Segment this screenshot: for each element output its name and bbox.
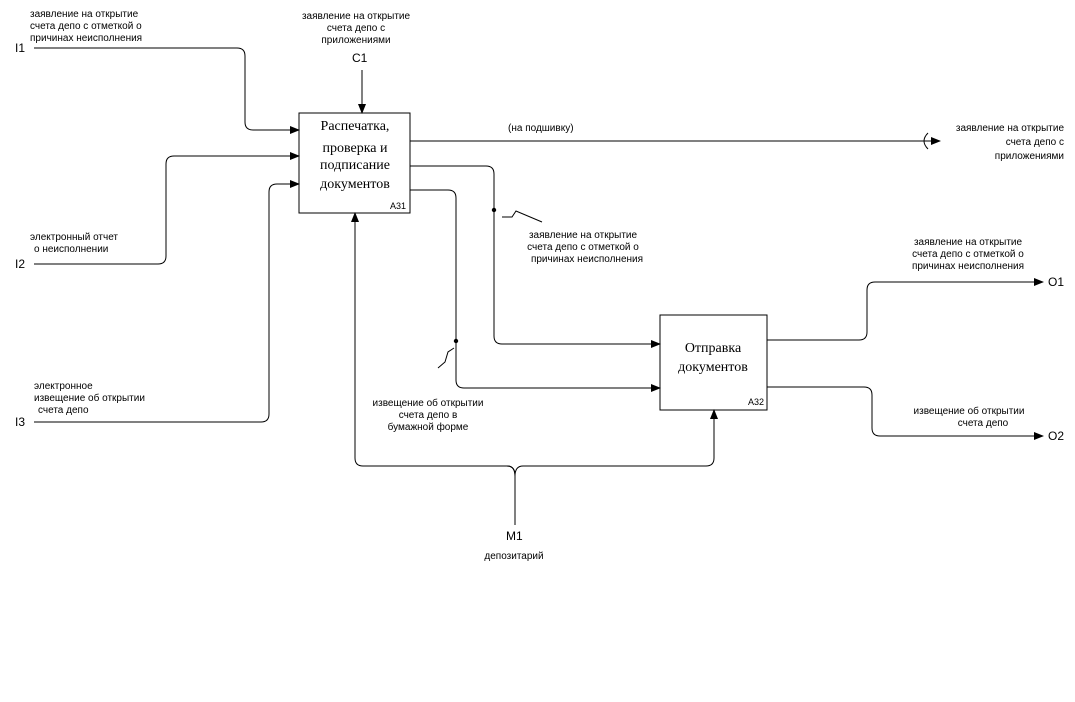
code-i3: I3: [15, 415, 25, 429]
activity-box-a32[interactable]: Отправка документов A32: [659, 314, 768, 411]
tunnel-paren-icon: [923, 132, 929, 150]
a32-node-number: A32: [748, 397, 764, 407]
svg-text:счета депо с: счета депо с: [327, 23, 385, 34]
svg-text:заявление на открытие: заявление на открытие: [529, 230, 638, 241]
arrow-o2[interactable]: [767, 386, 1044, 440]
arrow-i1[interactable]: [34, 47, 300, 134]
svg-text:приложениями: приложениями: [321, 35, 390, 46]
activity-box-a31[interactable]: Распечатка, проверка и подписание докуме…: [298, 112, 411, 214]
svg-text:извещение об открытии: извещение об открытии: [373, 397, 484, 409]
label-mid1: заявление на открытие счета депо с отмет…: [527, 230, 643, 265]
code-c1: C1: [352, 51, 368, 65]
svg-text:заявление на открытие: заявление на открытие: [914, 237, 1023, 248]
code-m1: M1: [506, 529, 523, 543]
svg-text:заявление на открытие: заявление на открытие: [30, 9, 139, 20]
svg-text:счета депо с отметкой о: счета депо с отметкой о: [30, 21, 142, 32]
squiggle-connector-1: [502, 210, 543, 223]
svg-text:депозитарий: депозитарий: [484, 551, 543, 562]
svg-text:причинах неисполнения: причинах неисполнения: [912, 261, 1024, 272]
svg-text:счета депо с отметкой о: счета депо с отметкой о: [912, 249, 1024, 260]
svg-text:счета депо с отметкой о: счета депо с отметкой о: [527, 242, 639, 253]
svg-text:электронный отчет: электронный отчет: [30, 232, 118, 243]
a31-title-line-1: Распечатка,: [321, 119, 390, 134]
junction-dot-2: [453, 338, 459, 344]
svg-text:причинах неисполнения: причинах неисполнения: [531, 254, 643, 265]
svg-text:счета депо: счета депо: [958, 418, 1009, 429]
code-o2: O2: [1048, 429, 1064, 443]
label-c1: заявление на открытие счета депо с прило…: [302, 11, 411, 46]
label-mid2: извещение об открытии счета депо в бумаж…: [373, 397, 484, 433]
svg-text:причинах неисполнения: причинах неисполнения: [30, 33, 142, 44]
a31-title-line-4: документов: [320, 177, 390, 192]
a31-title-line-2: проверка и: [322, 141, 388, 156]
a31-node-number: A31: [390, 201, 406, 211]
svg-text:о неисполнении: о неисполнении: [34, 244, 108, 255]
svg-text:извещение об открытии: извещение об открытии: [914, 405, 1025, 417]
svg-text:электронное: электронное: [34, 381, 93, 392]
label-o2: извещение об открытии счета депо: [914, 405, 1025, 429]
code-o1: O1: [1048, 275, 1064, 289]
label-o1: заявление на открытие счета депо с отмет…: [912, 237, 1024, 272]
label-i3: электронное извещение об открытии счета …: [34, 381, 145, 416]
arrow-a31-to-a32-lower[interactable]: [410, 189, 661, 392]
arrow-o1[interactable]: [767, 278, 1044, 341]
arrow-a31-to-a32-upper[interactable]: [410, 165, 661, 348]
svg-text:бумажной форме: бумажной форме: [388, 421, 469, 433]
squiggle-connector-2: [437, 347, 455, 369]
code-i2: I2: [15, 257, 25, 271]
svg-text:счета депо в: счета депо в: [399, 410, 458, 421]
label-m1: депозитарий: [484, 551, 543, 562]
svg-text:(на подшивку): (на подшивку): [508, 123, 574, 134]
svg-text:заявление на открытие: заявление на открытие: [956, 123, 1065, 134]
arrow-m1-to-a31[interactable]: [351, 212, 516, 477]
a31-title-line-3: подписание: [320, 158, 390, 173]
arrow-i3[interactable]: [34, 180, 300, 423]
arrow-i2[interactable]: [34, 152, 300, 265]
a32-title-line-1: Отправка: [685, 341, 742, 356]
arrow-m1-stem[interactable]: [506, 465, 516, 525]
svg-text:извещение об открытии: извещение об открытии: [34, 392, 145, 404]
label-tunnel-out: заявление на открытие счета депо с прило…: [956, 123, 1065, 162]
label-tunnel: (на подшивку): [508, 123, 574, 134]
svg-text:счета депо: счета депо: [38, 405, 89, 416]
arrow-m1-to-a32[interactable]: [514, 409, 718, 477]
svg-text:счета депо с: счета депо с: [1006, 137, 1064, 148]
label-i2: электронный отчет о неисполнении: [30, 232, 118, 255]
code-i1: I1: [15, 41, 25, 55]
svg-text:заявление на открытие: заявление на открытие: [302, 11, 411, 22]
a32-title-line-2: документов: [678, 360, 748, 375]
junction-dot-1: [491, 207, 497, 213]
label-i1: заявление на открытие счета депо с отмет…: [30, 9, 142, 44]
svg-text:приложениями: приложениями: [995, 151, 1064, 162]
